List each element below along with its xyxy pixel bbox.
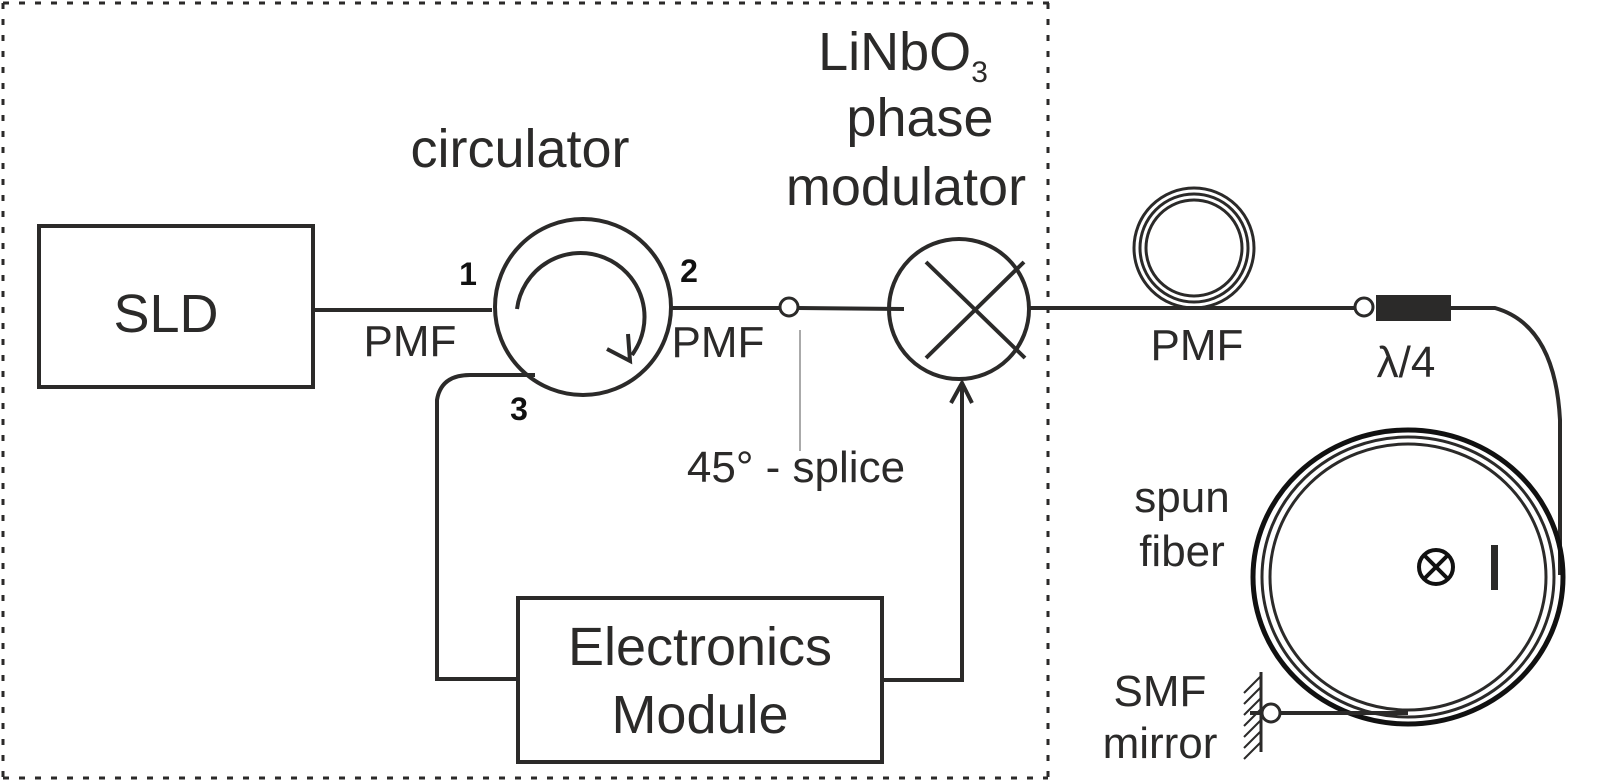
circulator-label: circulator	[410, 119, 629, 179]
electronics-label-line2: Module	[611, 685, 788, 745]
wire-electronics-modulator	[882, 384, 964, 682]
current-into-page-icon	[1417, 548, 1455, 586]
circulator: circulator 1 2 3	[410, 119, 697, 427]
optoelectronic-enclosure-border	[1, 1, 1058, 780]
mirror-label-line1: SMF	[1114, 667, 1207, 716]
electronics-module: Electronics Module	[516, 596, 884, 764]
waveplate-label: λ/4	[1377, 338, 1436, 387]
modulator-body	[887, 237, 1031, 381]
splice-45-icon	[778, 296, 800, 318]
sld-label: SLD	[113, 284, 218, 344]
spun-fiber-coil: spun fiber	[1134, 427, 1566, 727]
coil-label-line1: spun	[1134, 473, 1229, 522]
pmf-label-2: PMF	[672, 318, 765, 367]
splice-annotation: 45° - splice	[687, 443, 905, 492]
current-symbol-x-b	[1422, 553, 1450, 581]
modulator-cross-b	[924, 260, 1026, 360]
port-2-label: 2	[680, 253, 698, 289]
circulator-arrow-arc	[515, 251, 647, 357]
waveplate-splice-icon	[1353, 296, 1375, 318]
modulator-label-line3: modulator	[786, 157, 1026, 217]
sld-box	[37, 224, 315, 389]
fiber-splice-modulator	[797, 306, 905, 311]
pmf-label-3: PMF	[1151, 321, 1244, 370]
quarter-waveplate	[1376, 295, 1451, 321]
circulator-arrowhead-icon	[606, 333, 633, 365]
port-3-label: 3	[510, 391, 528, 427]
modulator-label-line1: LiNbO3	[818, 22, 988, 89]
sld-source: SLD	[37, 224, 315, 389]
phase-modulator: LiNbO3 phase modulator	[786, 22, 1031, 381]
mirror-label-line2: mirror	[1103, 719, 1218, 768]
coil-label-line2: fiber	[1139, 527, 1225, 576]
port-1-label: 1	[459, 256, 477, 292]
modulator-label-line2: phase	[846, 88, 993, 148]
fiber-waveplate-coil	[1451, 306, 1562, 575]
electronics-label-line1: Electronics	[568, 617, 832, 677]
pmf-label-1: PMF	[364, 317, 457, 366]
wire-port3-electronics	[435, 373, 535, 681]
mirror-splice-icon	[1260, 702, 1282, 724]
pmf-delay-coil-icon	[1132, 186, 1256, 310]
modulator-input-arrowhead-icon	[949, 378, 974, 404]
current-label-i	[1491, 545, 1498, 590]
mirror-icon	[1243, 672, 1263, 760]
